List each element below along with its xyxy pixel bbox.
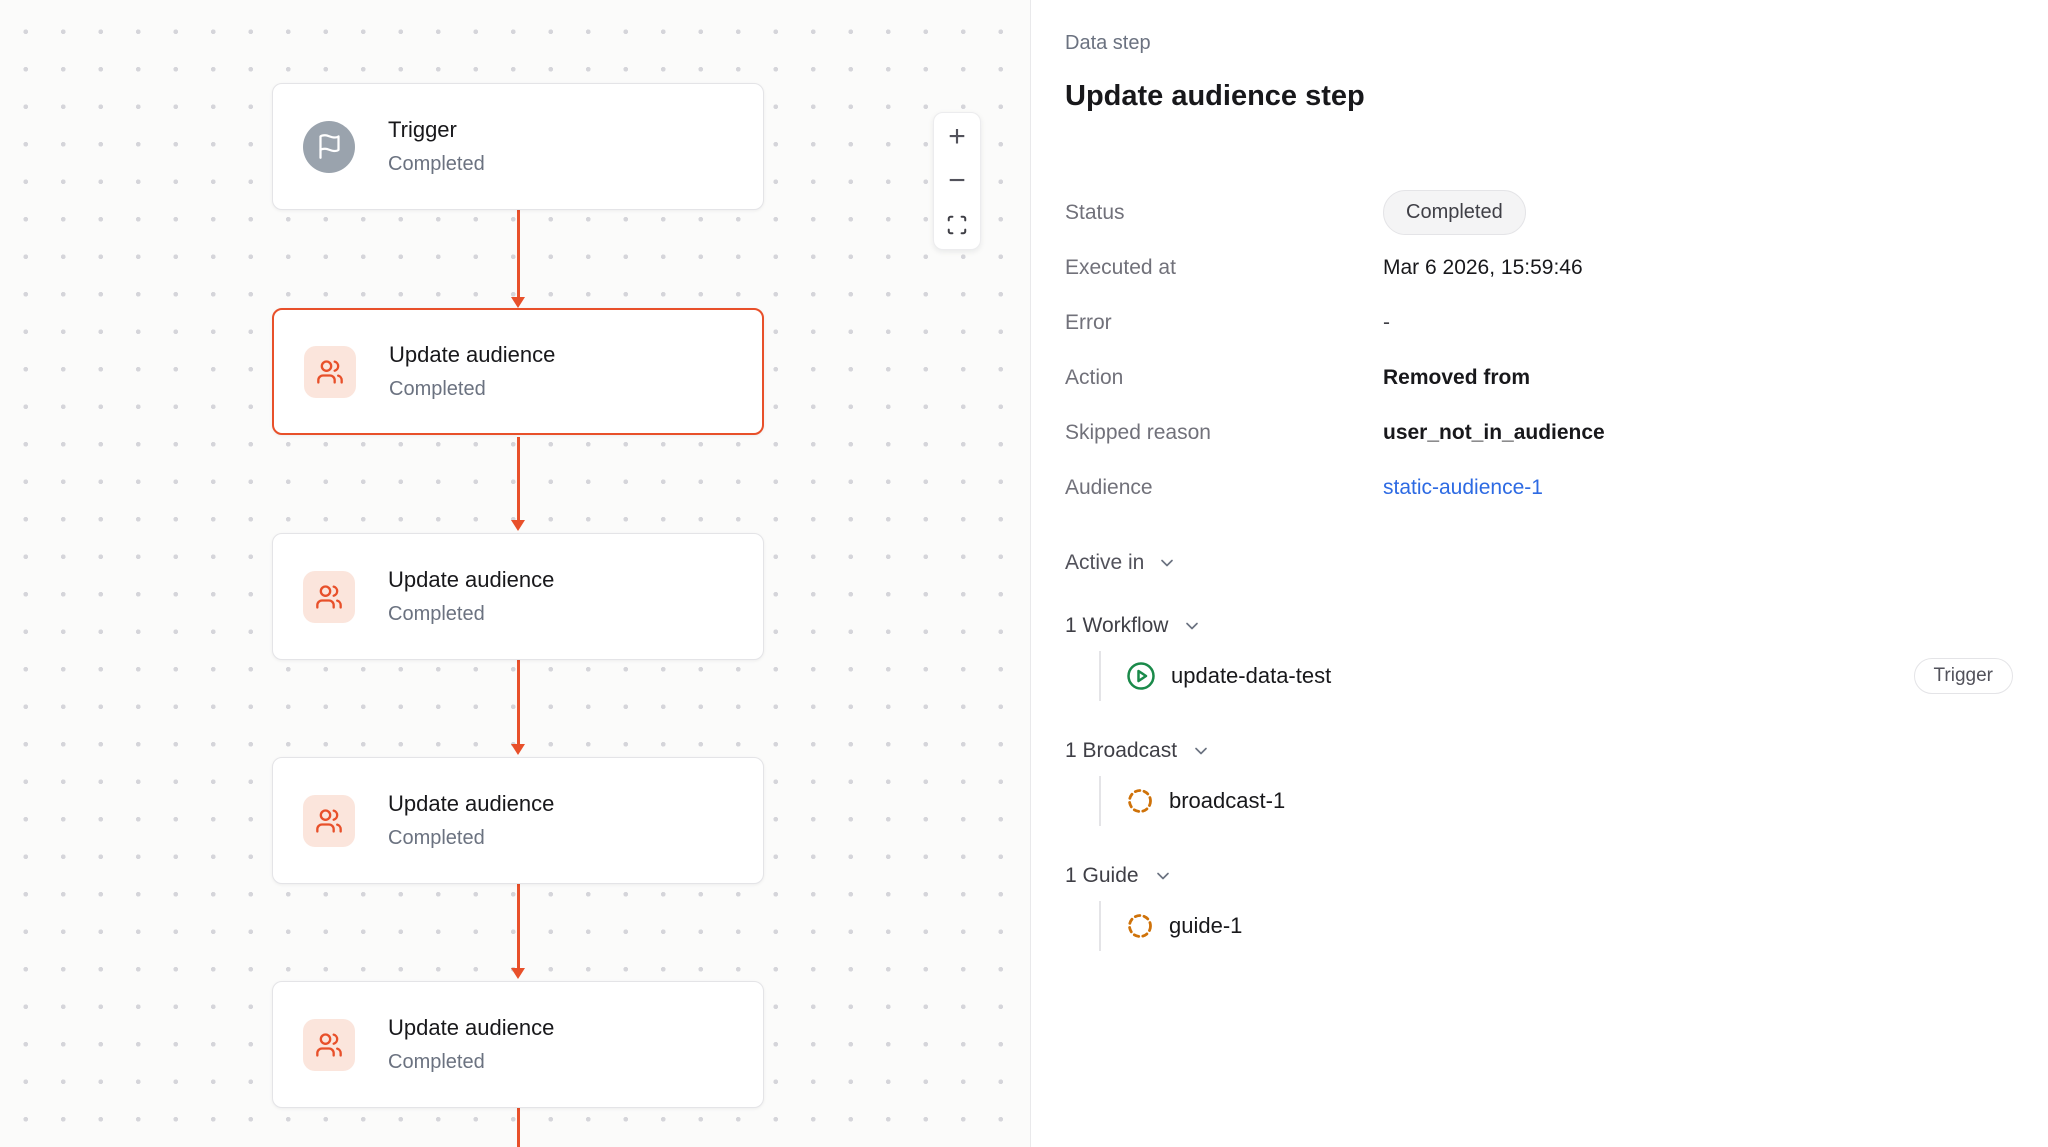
active-in-group-guide: 1 Guide guide-1 [1065,863,2013,951]
active-in-toggle[interactable]: Active in [1065,550,2013,576]
step-details-list: Status Completed Executed at Mar 6 2026,… [1065,185,2013,515]
connector-line [517,1108,520,1147]
node-status: Completed [388,152,485,175]
chevron-down-icon [1191,741,1211,761]
node-status: Completed [388,1050,485,1073]
connector-arrowhead [511,297,525,308]
audience-link[interactable]: static-audience-1 [1383,475,1543,499]
connector-arrowhead [511,744,525,755]
node-status: Completed [389,377,486,400]
workflow-items: update-data-test Trigger [1099,651,2013,701]
users-icon [304,345,356,398]
guide-item[interactable]: guide-1 [1101,901,2013,951]
group-label: 1 Guide [1065,864,1139,887]
guide-name: guide-1 [1169,913,1243,938]
detail-row-skipped-reason: Skipped reason user_not_in_audience [1065,405,2013,460]
group-label: 1 Workflow [1065,614,1169,637]
broadcast-item[interactable]: broadcast-1 [1101,776,2013,826]
dashed-circle-icon [1126,787,1154,815]
step-details-panel: Data step Update audience step Status Co… [1030,0,2048,1147]
workflow-name: update-data-test [1171,663,1332,688]
active-in-group-workflow: 1 Workflow update-data-test Trigger [1065,613,2013,701]
detail-row-audience: Audience static-audience-1 [1065,460,2013,515]
dashed-circle-icon [1126,912,1154,940]
fit-view-button[interactable] [933,205,981,245]
guide-group-toggle[interactable]: 1 Guide [1065,863,2013,889]
connector-arrowhead [511,968,525,979]
zoom-out-button[interactable]: − [933,161,981,201]
detail-label: Status [1065,200,1125,224]
active-in-group-broadcast: 1 Broadcast broadcast-1 [1065,738,2013,826]
connector-line [517,660,520,746]
group-label: 1 Broadcast [1065,739,1178,762]
node-title: Update audience [389,341,556,367]
node-title: Update audience [388,790,555,816]
users-icon [303,794,355,847]
step-type-label: Data step [1065,32,1151,54]
users-icon [303,1018,355,1071]
node-title: Trigger [388,116,457,142]
flow-node-trigger[interactable]: Trigger Completed [272,83,764,210]
detail-label: Audience [1065,475,1153,499]
detail-value: Removed from [1383,365,1531,389]
connector-line [517,210,520,300]
flag-icon [303,120,355,173]
connector-line [517,437,520,522]
detail-row-status: Status Completed [1065,185,2013,240]
flow-node-update-audience-4[interactable]: Update audience Completed [272,981,764,1108]
connector-arrowhead [511,520,525,531]
users-icon [303,570,355,623]
broadcast-group-toggle[interactable]: 1 Broadcast [1065,738,2013,764]
chevron-down-icon [1153,866,1173,886]
detail-label: Skipped reason [1065,420,1211,444]
node-status: Completed [388,826,485,849]
fit-view-icon [946,214,968,236]
detail-row-error: Error - [1065,295,2013,350]
status-badge: Completed [1383,190,1526,235]
connector-line [517,884,520,970]
flow-node-update-audience-3[interactable]: Update audience Completed [272,757,764,884]
node-title: Update audience [388,1014,555,1040]
plus-icon: + [948,120,966,153]
detail-label: Action [1065,365,1124,389]
trigger-tag-badge: Trigger [1913,658,2013,694]
node-status: Completed [388,602,485,625]
flow-node-update-audience-2[interactable]: Update audience Completed [272,533,764,660]
workflow-item[interactable]: update-data-test Trigger [1101,651,2013,701]
workflow-group-toggle[interactable]: 1 Workflow [1065,613,2013,639]
chevron-down-icon [1157,553,1177,573]
detail-label: Error [1065,310,1112,334]
guide-items: guide-1 [1099,901,2013,951]
detail-value: - [1383,310,1390,334]
broadcast-items: broadcast-1 [1099,776,2013,826]
detail-value: user_not_in_audience [1383,420,1605,444]
flow-node-update-audience-1[interactable]: Update audience Completed [272,308,764,435]
play-circle-icon [1126,661,1156,691]
detail-row-action: Action Removed from [1065,350,2013,405]
detail-value: Mar 6 2026, 15:59:46 [1383,255,1583,279]
canvas-zoom-controls: + − [933,112,981,250]
node-title: Update audience [388,566,555,592]
chevron-down-icon [1182,616,1202,636]
minus-icon: − [948,164,966,197]
detail-label: Executed at [1065,255,1176,279]
detail-row-executed-at: Executed at Mar 6 2026, 15:59:46 [1065,240,2013,295]
page-title: Update audience step [1065,80,1365,112]
flow-canvas[interactable]: Trigger Completed Update audience Comple… [0,0,1030,1147]
active-in-label: Active in [1065,551,1145,574]
zoom-in-button[interactable]: + [933,117,981,157]
broadcast-name: broadcast-1 [1169,788,1286,813]
